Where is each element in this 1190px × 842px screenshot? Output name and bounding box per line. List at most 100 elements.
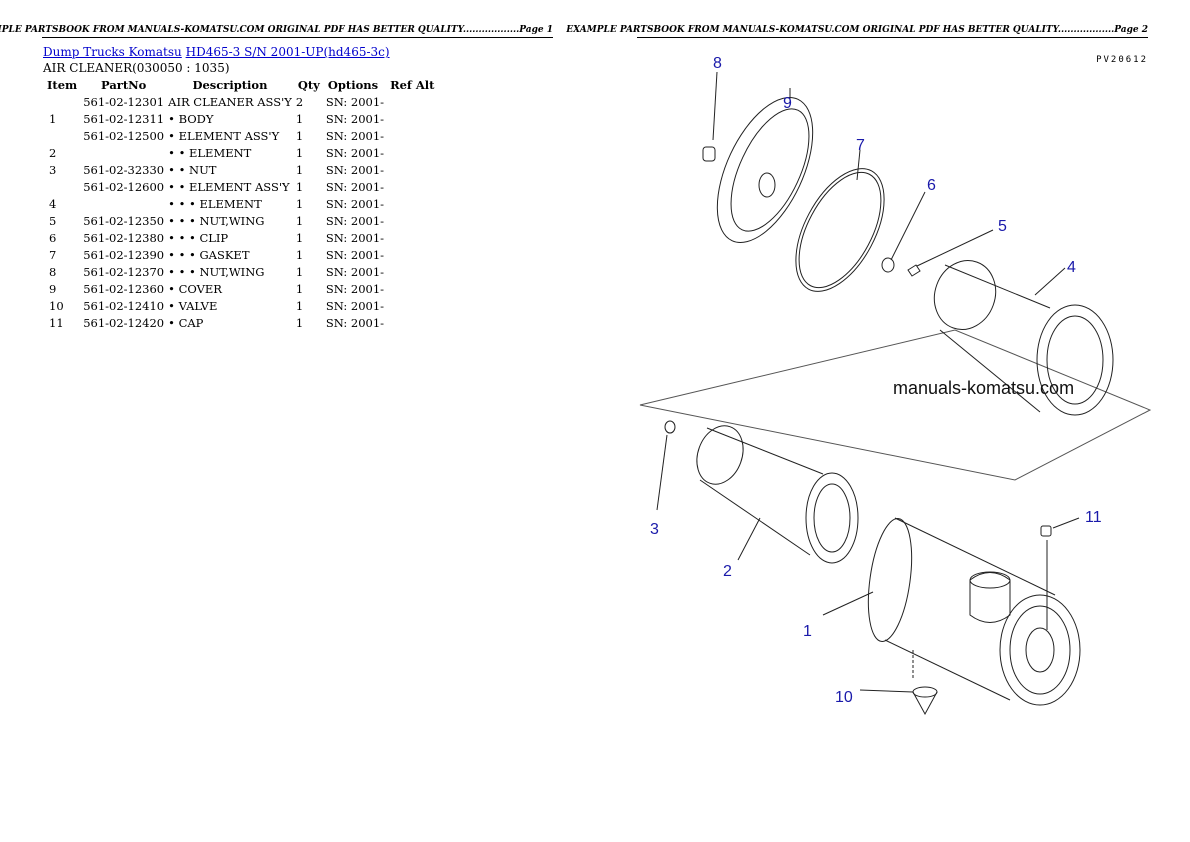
quantity: 1 xyxy=(295,247,304,262)
ref-alt xyxy=(386,127,438,144)
quantity: 1 xyxy=(295,162,304,177)
options: SN: 2001- xyxy=(325,94,385,109)
ref-alt xyxy=(386,212,438,229)
ref-alt xyxy=(386,229,438,246)
callout-7: 7 xyxy=(856,137,865,154)
options: SN: 2001- xyxy=(325,298,385,313)
part-number: 561-02-12410 xyxy=(83,298,165,313)
options: SN: 2001- xyxy=(325,179,385,194)
part-number: 561-02-12380 xyxy=(83,230,165,245)
item-number: 11 xyxy=(49,315,64,330)
header-rule xyxy=(42,37,553,38)
part-description: • CAP xyxy=(168,315,204,330)
item-number xyxy=(43,178,81,195)
options: SN: 2001- xyxy=(325,213,385,228)
breadcrumb-link-dump-trucks[interactable]: Dump Trucks Komatsu xyxy=(43,45,182,59)
clip-part xyxy=(881,191,926,273)
breadcrumb: Dump Trucks Komatsu HD465-3 S/N 2001-UP(… xyxy=(43,45,390,59)
item-number: 8 xyxy=(49,264,57,279)
callout-4: 4 xyxy=(1067,259,1076,276)
section-title: AIR CLEANER(030050 : 1035) xyxy=(43,61,230,75)
part-number: 561-02-12301 xyxy=(83,94,165,109)
part-number: 561-02-12500 xyxy=(83,128,165,143)
part-description: • ELEMENT ASS'Y xyxy=(168,128,280,143)
part-description: • • • ELEMENT xyxy=(168,196,262,211)
callout-10: 10 xyxy=(835,689,853,706)
col-item: Item xyxy=(47,77,78,92)
ref-alt xyxy=(386,297,438,314)
exploded-parts-diagram: manuals-komatsu.com 1 2 3 4 5 6 7 8 9 10… xyxy=(639,55,1152,716)
ref-alt xyxy=(386,195,438,212)
page-header: EXAMPLE PARTSBOOK FROM MANUALS-KOMATSU.C… xyxy=(0,25,553,35)
options: SN: 2001- xyxy=(325,264,385,279)
part-description: AIR CLEANER ASS'Y xyxy=(168,94,292,109)
item-number: 7 xyxy=(49,247,57,262)
ref-alt xyxy=(386,161,438,178)
part-number: 561-02-12600 xyxy=(83,179,165,194)
parts-table: Item PartNo Description Qty Options Ref … xyxy=(43,76,439,331)
inner-element-part xyxy=(933,260,1114,416)
quantity: 2 xyxy=(295,94,304,109)
ref-alt xyxy=(386,263,438,280)
item-number: 3 xyxy=(49,162,57,177)
part-number: 561-02-12360 xyxy=(83,281,165,296)
quantity: 1 xyxy=(295,128,304,143)
part-description: • • • NUT,WING xyxy=(168,213,265,228)
ref-alt xyxy=(386,93,438,110)
callout-1: 1 xyxy=(803,623,812,640)
options: SN: 2001- xyxy=(325,162,385,177)
quantity: 1 xyxy=(295,298,304,313)
quantity: 1 xyxy=(295,145,304,160)
nut-part xyxy=(656,420,676,511)
ref-alt xyxy=(386,110,438,127)
options: SN: 2001- xyxy=(325,196,385,211)
options: SN: 2001- xyxy=(325,145,385,160)
callout-5: 5 xyxy=(998,218,1007,235)
quantity: 1 xyxy=(295,281,304,296)
col-qty: Qty xyxy=(297,77,320,92)
ref-alt xyxy=(386,280,438,297)
breadcrumb-link-model[interactable]: HD465-3 S/N 2001-UP(hd465-3c) xyxy=(185,45,390,59)
wing-nut-part xyxy=(702,71,718,162)
options: SN: 2001- xyxy=(325,247,385,262)
ref-alt xyxy=(386,178,438,195)
platform-outline xyxy=(639,329,1152,481)
cover-part xyxy=(716,88,814,243)
ref-alt xyxy=(386,314,438,331)
part-number: 561-02-12390 xyxy=(83,247,165,262)
ref-alt xyxy=(386,246,438,263)
col-options: Options xyxy=(327,77,379,92)
part-description: • • • CLIP xyxy=(168,230,229,245)
callout-6: 6 xyxy=(927,177,936,194)
part-number: 561-02-12370 xyxy=(83,264,165,279)
part-description: • COVER xyxy=(168,281,222,296)
item-number xyxy=(43,93,81,110)
options: SN: 2001- xyxy=(325,281,385,296)
nut-wing-part xyxy=(907,229,994,277)
quantity: 1 xyxy=(295,179,304,194)
callout-2: 2 xyxy=(723,563,732,580)
valve-part xyxy=(859,650,938,716)
part-description: • • • NUT,WING xyxy=(168,264,265,279)
part-description: • VALVE xyxy=(168,298,218,313)
col-description: Description xyxy=(192,77,268,92)
part-description: • • NUT xyxy=(168,162,217,177)
page-header: EXAMPLE PARTSBOOK FROM MANUALS-KOMATSU.C… xyxy=(566,25,1148,35)
options: SN: 2001- xyxy=(325,111,385,126)
quantity: 1 xyxy=(295,213,304,228)
drawing-code: PV20612 xyxy=(1096,55,1148,65)
part-number xyxy=(81,195,166,212)
item-number: 1 xyxy=(49,111,57,126)
cap-part xyxy=(1040,517,1080,537)
